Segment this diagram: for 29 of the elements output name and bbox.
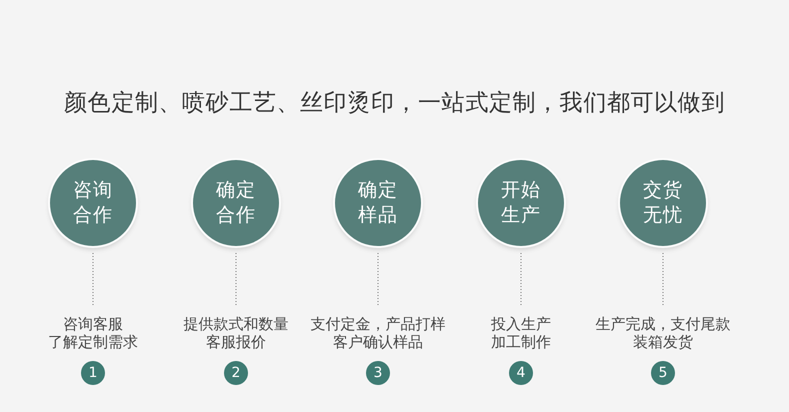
step-number: 2 xyxy=(232,365,240,381)
step-description: 生产完成，支付尾款装箱发货 xyxy=(596,315,730,351)
number-circle xyxy=(509,361,533,385)
step-circle xyxy=(620,160,706,246)
step-title: 开始生产 xyxy=(501,178,541,228)
dotted-connector xyxy=(520,252,522,306)
step-circle xyxy=(478,160,564,246)
step-title: 确定样品 xyxy=(358,178,398,228)
dotted-connector xyxy=(662,252,664,306)
step-title: 交货无忧 xyxy=(643,178,683,228)
step-circle xyxy=(335,160,421,246)
number-circle xyxy=(81,361,105,385)
step-description: 提供款式和数量客服报价 xyxy=(184,315,288,351)
dotted-connector xyxy=(92,252,94,306)
step-description: 咨询客服了解定制需求 xyxy=(48,315,138,351)
step-circle xyxy=(50,160,136,246)
step-description: 投入生产加工制作 xyxy=(491,315,551,351)
step-number: 1 xyxy=(88,365,98,381)
step-number: 4 xyxy=(516,365,526,381)
page-title: 颜色定制、喷砂工艺、丝印烫印，一站式定制，我们都可以做到 xyxy=(64,89,725,118)
step-circle xyxy=(193,160,279,246)
number-circle xyxy=(651,361,675,385)
step-number: 5 xyxy=(658,365,668,381)
step-description: 支付定金，产品打样客户确认样品 xyxy=(310,315,446,351)
step-number: 3 xyxy=(374,365,382,381)
step-title: 咨询合作 xyxy=(73,178,113,228)
number-circle xyxy=(224,361,248,385)
step-title: 确定合作 xyxy=(216,178,256,228)
number-circle xyxy=(366,361,390,385)
